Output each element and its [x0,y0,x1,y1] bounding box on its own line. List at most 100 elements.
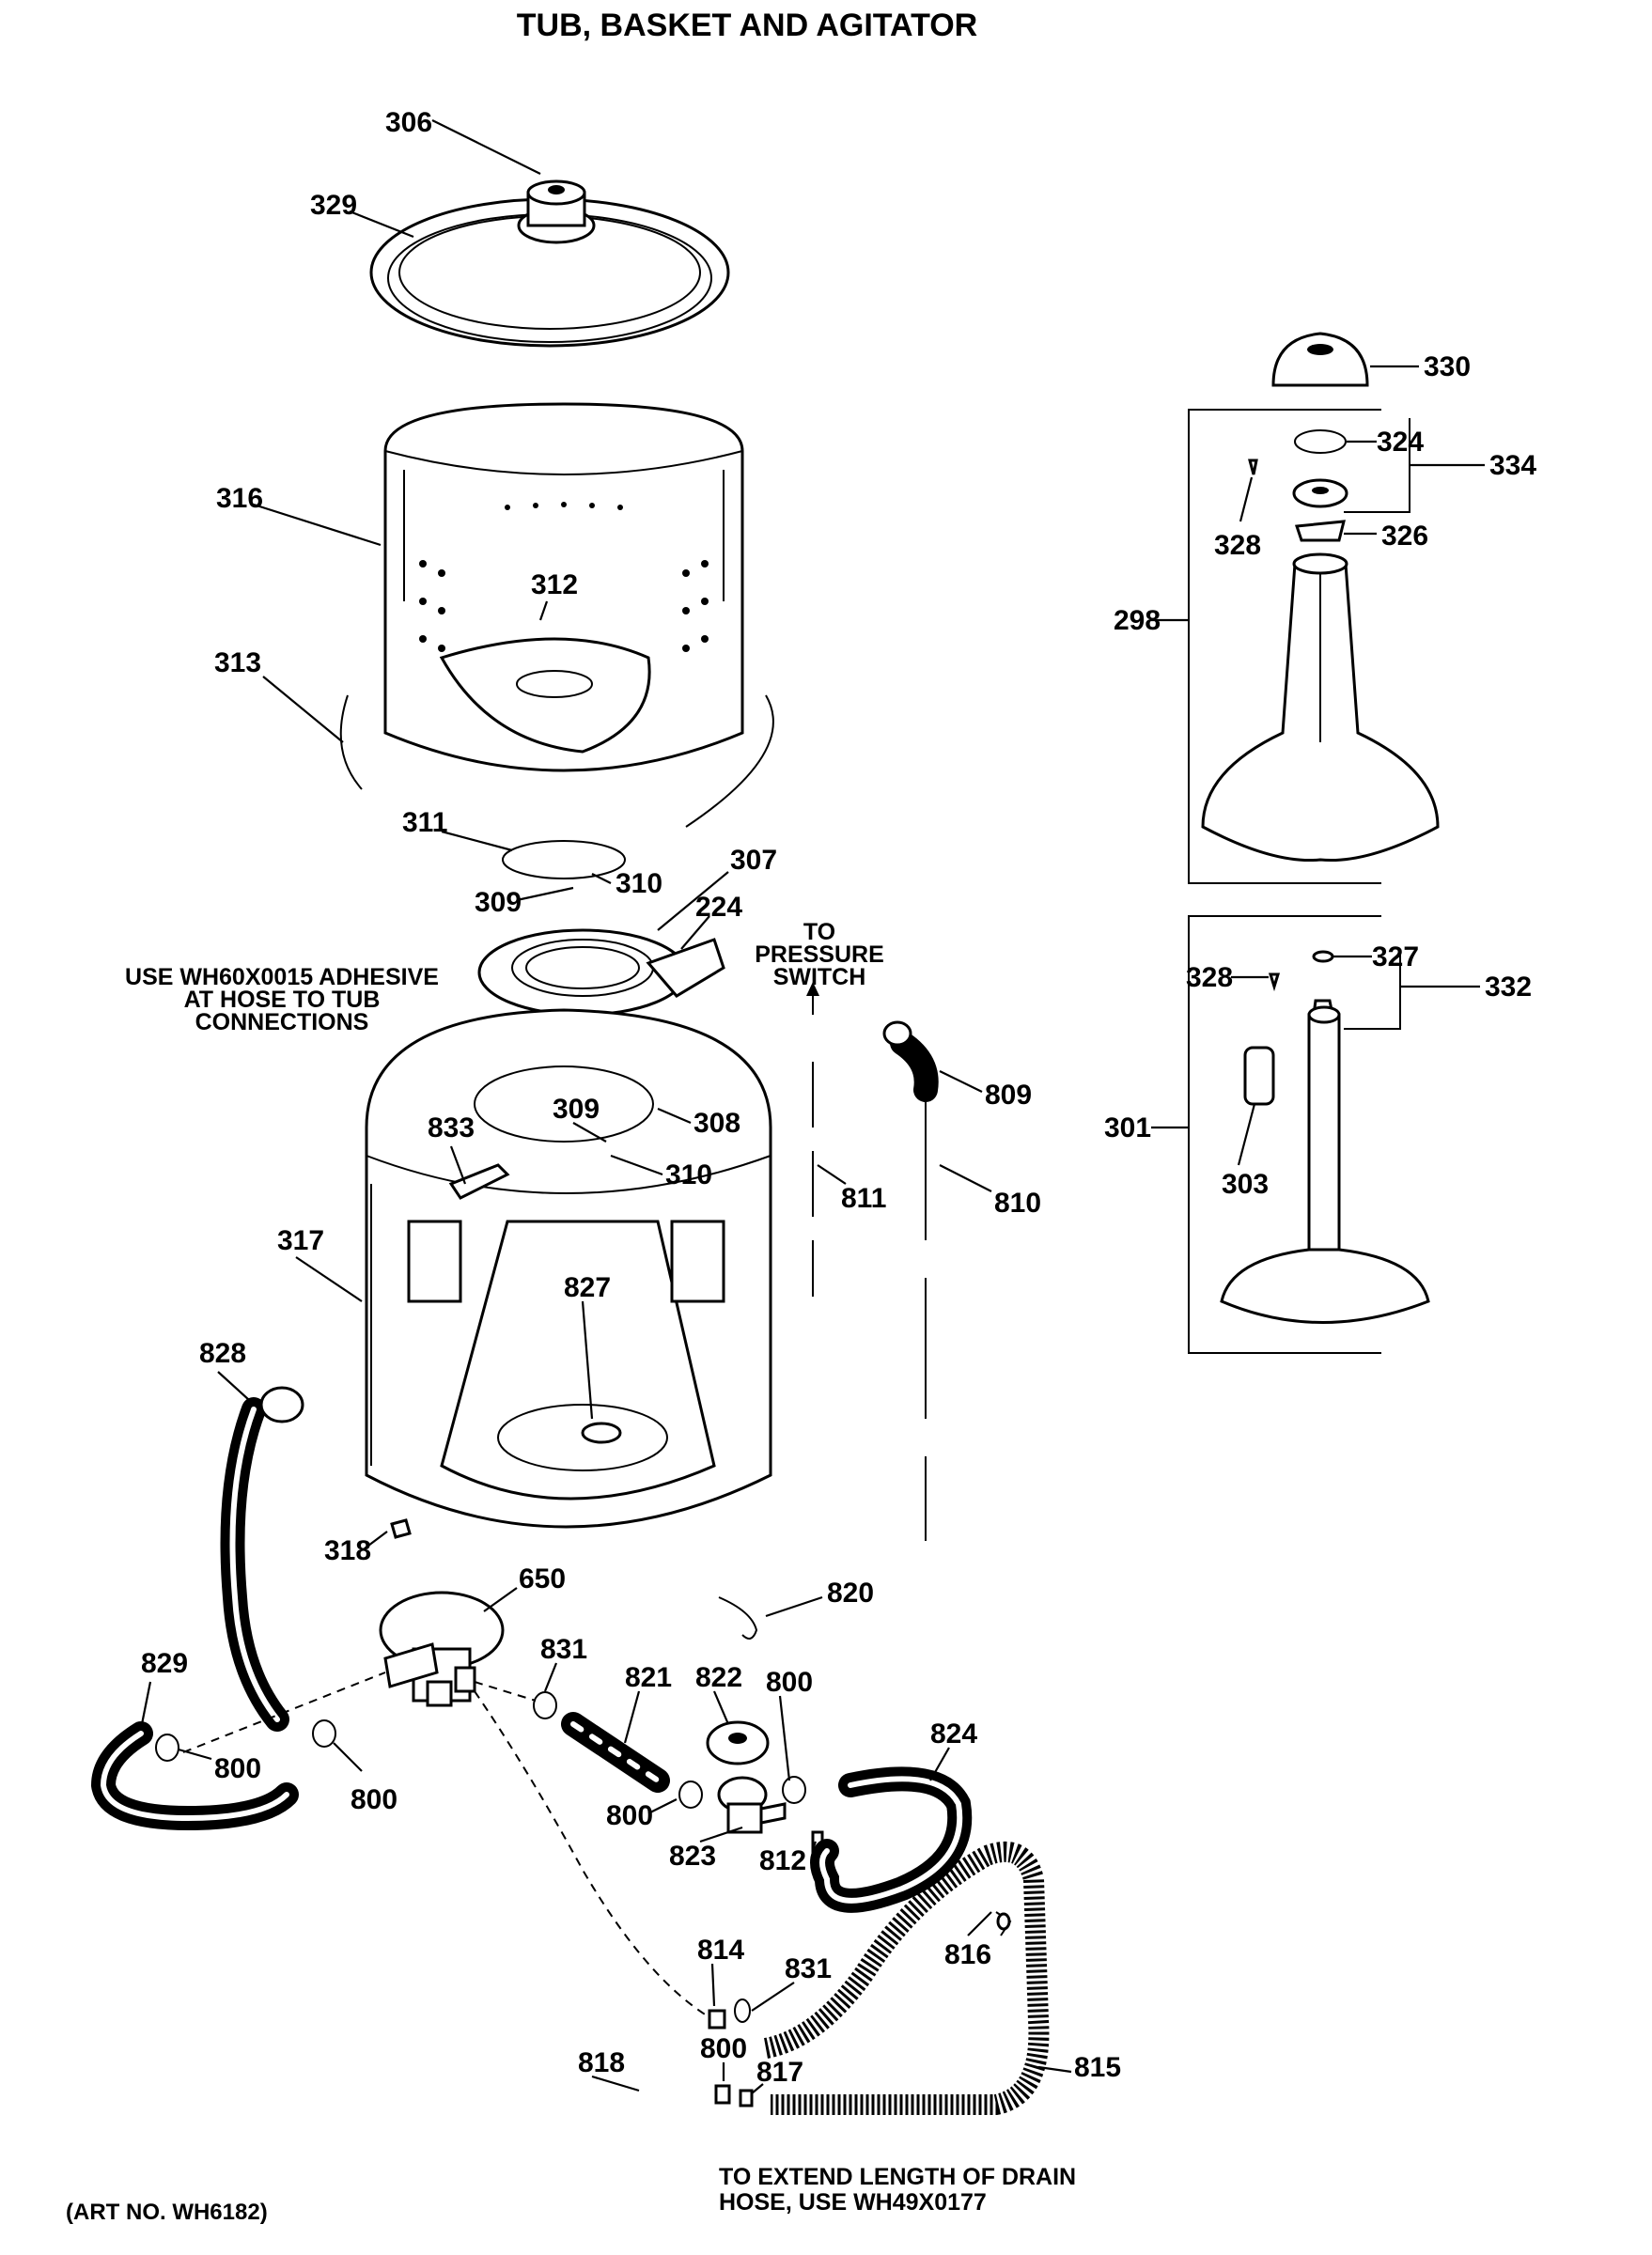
callout-318: 318 [324,1535,371,1566]
callout-800-hose: 800 [606,1800,653,1831]
callout-328-lower: 328 [1186,962,1233,993]
hose-clamp-part [782,1776,806,1804]
washer-part [1312,950,1334,963]
callout-831-upper: 831 [540,1634,587,1665]
callout-816: 816 [944,1939,991,1970]
callout-800-pump: 800 [351,1784,397,1815]
page-title: TUB, BASKET AND AGITATOR [517,8,977,43]
callout-310-lower: 310 [665,1159,712,1190]
callout-812: 812 [759,1845,806,1876]
bracket-334 [1344,418,1410,513]
hose-clamp-part [533,1691,557,1719]
callout-810: 810 [994,1188,1041,1219]
callout-800-valve: 800 [766,1667,813,1698]
callout-308: 308 [694,1108,740,1139]
callout-328-upper: 328 [1214,530,1261,561]
callout-307: 307 [730,845,777,876]
agitator-part [1201,552,1440,863]
pump-part [379,1591,505,1707]
cap-insert-part [1243,1046,1275,1106]
callout-310-upper: 310 [616,868,662,899]
callout-332: 332 [1485,972,1532,1003]
svg-text:TO: TO [803,919,835,945]
callout-329: 329 [310,190,357,221]
callout-309-upper: 309 [475,887,522,918]
callout-311: 311 [402,807,447,838]
callout-327: 327 [1372,941,1419,972]
callout-313: 313 [214,647,261,678]
svg-text:USE WH60X0015 ADHESIVE: USE WH60X0015 ADHESIVE [125,964,439,990]
check-valve-part [706,1720,770,1765]
callout-809: 809 [985,1080,1032,1111]
callout-312: 312 [531,569,578,600]
fitting-part [708,2009,726,2030]
routing-line [474,1681,537,1702]
callout-800-left: 800 [214,1753,261,1784]
callout-224: 224 [695,892,742,923]
dog-gear-part [1292,478,1348,508]
balance-ring-part [339,694,363,790]
callout-306: 306 [385,107,432,138]
hose-tie-part [996,1912,1011,1931]
callout-815: 815 [1074,2052,1121,2083]
svg-text:AT HOSE TO TUB: AT HOSE TO TUB [184,987,381,1013]
cap-part [517,179,596,244]
svg-text:PRESSURE: PRESSURE [755,941,884,968]
seal-ring-part [1294,429,1347,454]
adapter-part [714,2084,731,2105]
svg-text:CONNECTIONS: CONNECTIONS [195,1009,369,1035]
callout-330: 330 [1424,351,1471,382]
elbow-part [890,1031,939,1102]
balance-ring-part-right [685,694,774,828]
retainer-part [1294,520,1346,542]
callout-326: 326 [1381,521,1428,552]
clamp-part [734,1998,751,2023]
basket-perforations [419,502,709,652]
hose-clamp-part [678,1781,703,1809]
basket-part [383,402,744,772]
callout-828: 828 [199,1338,246,1369]
callout-827: 827 [564,1272,611,1303]
bracket-332 [1344,949,1401,1030]
callout-823: 823 [669,1841,716,1872]
callout-316: 316 [216,483,263,514]
screw-part [1248,459,1258,475]
callout-814: 814 [697,1935,744,1966]
connector-part [717,1776,787,1834]
callout-650: 650 [519,1563,566,1594]
adhesive-note: USE WH60X0015 ADHESIVE AT HOSE TO TUB CO… [125,964,439,1035]
drain-hose-note: TO EXTEND LENGTH OF DRAIN HOSE, USE WH49… [719,2164,1076,2216]
svg-text:TO EXTEND LENGTH OF DRAIN: TO EXTEND LENGTH OF DRAIN [719,2164,1076,2190]
agitator-group-bracket-2 [1188,915,1381,1354]
callout-818: 818 [578,2047,625,2078]
screw-part-2 [1268,972,1281,992]
callout-317: 317 [277,1225,324,1256]
callout-334: 334 [1489,450,1536,481]
adapter-part-2 [739,2089,754,2107]
callout-821: 821 [625,1662,672,1693]
callout-817: 817 [756,2057,803,2088]
spring-clip-part [718,1596,758,1640]
callout-822: 822 [695,1662,742,1693]
callout-298: 298 [1114,605,1161,636]
drain-hose-part [763,1842,1050,2115]
art-number: (ART NO. WH6182) [66,2200,268,2225]
callout-833: 833 [428,1112,475,1143]
hose-clamp-part [312,1719,336,1748]
agitator-shaft-part [1220,1005,1430,1324]
callout-309-lower: 309 [553,1094,600,1125]
snap-ring-part [502,840,626,879]
svg-text:HOSE, USE WH49X0177: HOSE, USE WH49X0177 [719,2189,987,2216]
callout-324: 324 [1377,427,1424,458]
callout-829: 829 [141,1648,188,1679]
hose-clamp-part [155,1734,179,1762]
routing-line [182,1672,386,1753]
callout-820: 820 [827,1578,874,1609]
callout-301: 301 [1104,1112,1151,1143]
outer-tub-part [365,1008,772,1529]
pressure-switch-note: TO PRESSURE SWITCH [755,919,884,990]
agitator-cap-part [1271,332,1369,387]
hub-part [477,928,725,1017]
callout-824: 824 [930,1718,977,1750]
